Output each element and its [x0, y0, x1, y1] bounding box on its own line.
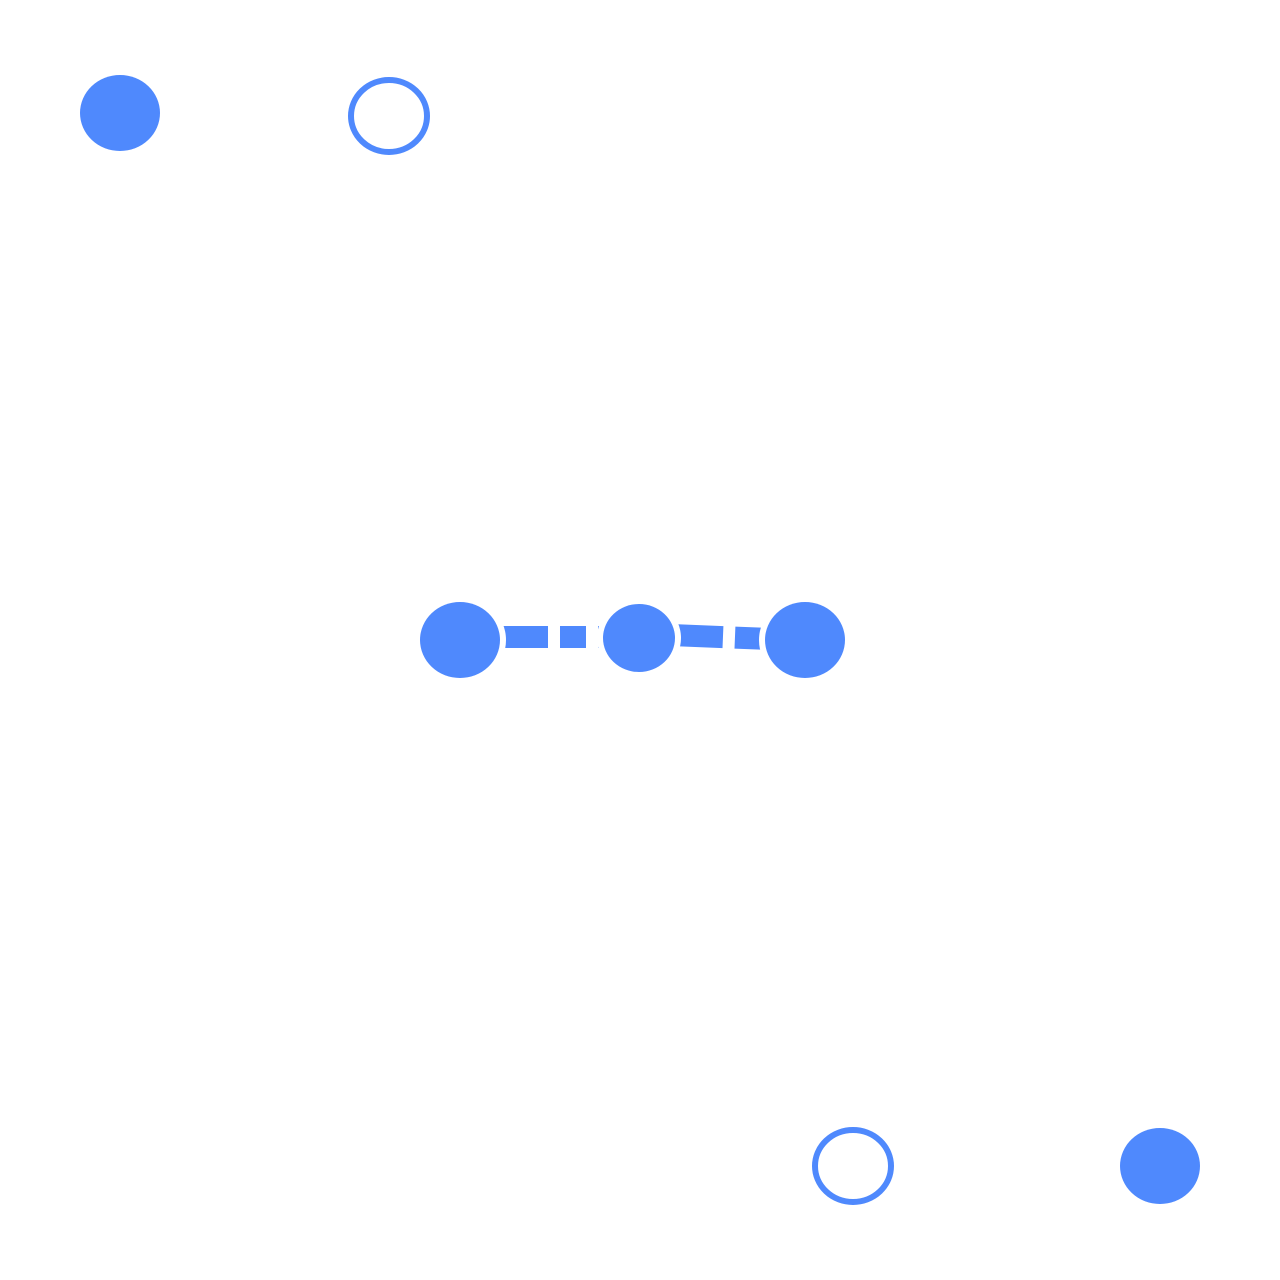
node-top-left-hollow[interactable]: [348, 77, 430, 155]
node-center-right[interactable]: [765, 602, 845, 678]
node-center-middle[interactable]: [603, 604, 675, 672]
node-center-left[interactable]: [420, 602, 500, 678]
node-top-left-filled[interactable]: [80, 75, 160, 151]
nodes-layer: [74, 69, 1206, 1211]
node-bottom-right-hollow[interactable]: [812, 1127, 894, 1205]
edge-center-middle-to-center-right: [670, 624, 770, 650]
node-bottom-right-filled[interactable]: [1120, 1128, 1200, 1204]
edges-layer: [496, 624, 770, 650]
